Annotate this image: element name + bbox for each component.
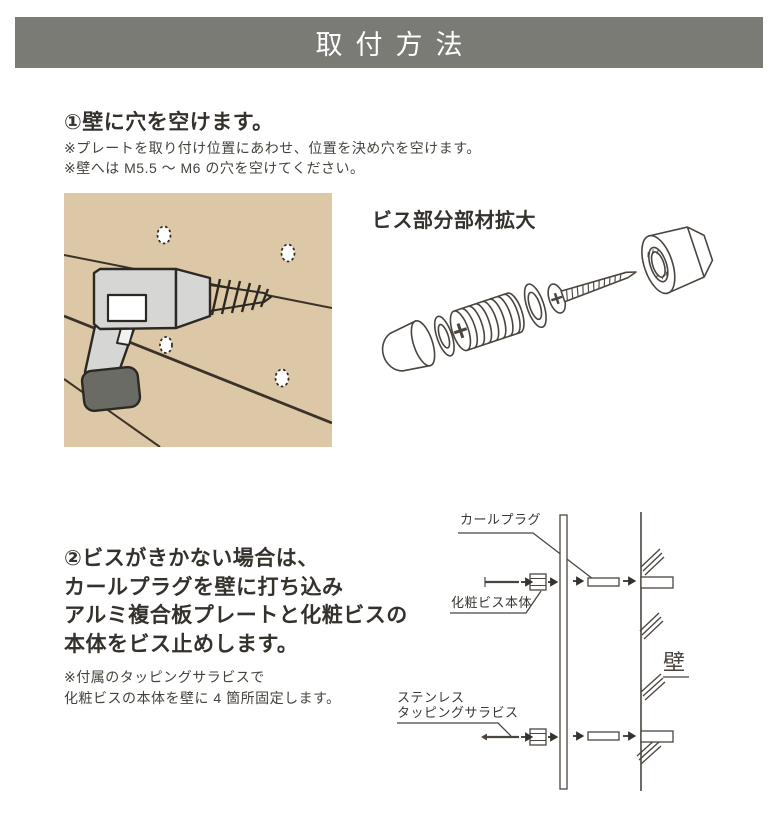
curl-plug-icon: [587, 577, 620, 587]
screw-body-label: 化粧ビス本体: [451, 595, 533, 610]
step2-heading-line3: アルミ複合板プレートと化粧ビスの: [64, 604, 408, 627]
step2-note-1: ※付属のタッピングサラビスで: [64, 669, 265, 685]
screw-body-icon: [529, 573, 547, 746]
step1-note-2: ※壁へは M5.5 ～ M6 の穴を空けてください。: [64, 160, 365, 176]
marked-holes-icon: [156, 225, 296, 388]
plate-icon: [559, 514, 568, 790]
tapping-screw-icon: [547, 271, 637, 314]
step2-note-2: 化粧ビスの本体を壁に 4 箇所固定します。: [64, 690, 341, 706]
arrow-icons: [521, 576, 637, 742]
step1-heading: ①壁に穴を空けます。: [64, 111, 274, 134]
wall-hatch-icon: [636, 548, 666, 765]
washer-icon: [523, 283, 547, 329]
wall-label: 壁: [663, 650, 686, 675]
parts-diagram-heading: ビス部分部材拡大: [372, 210, 536, 232]
curl-plug-label: カールプラグ: [460, 512, 542, 527]
section-header-bar: 取付方法: [15, 17, 763, 68]
cap-icon: [381, 319, 436, 372]
exploded-screw-diagram: [381, 226, 714, 372]
wall-mount-diagram: [397, 512, 689, 791]
nut-body-icon: [641, 226, 714, 295]
drill-wall-illustration: [64, 193, 332, 447]
step2-heading-line1: ②ビスがきかない場合は、: [64, 547, 319, 570]
drill-icon: [80, 267, 272, 413]
step2-heading-line4: 本体をビス止めします。: [64, 632, 299, 656]
page-title: 取付方法: [315, 30, 476, 60]
threaded-barrel-icon: [449, 292, 525, 352]
washer-icon: [433, 315, 455, 357]
step2-heading: ②ビスがきかない場合は、 カールプラグを壁に打ち込み アルミ複合板プレートと化粧…: [64, 545, 408, 659]
screw-icon: [484, 577, 519, 739]
step2-heading-line2: カールプラグを壁に打ち込み: [64, 575, 344, 599]
curl-plug-icon: [587, 731, 620, 741]
step2-notes: ※付属のタッピングサラビスで 化粧ビスの本体を壁に 4 箇所固定します。: [64, 667, 341, 709]
tapping-screw-label: ステンレス タッピングサラビス: [397, 690, 519, 720]
step1-note-1: ※プレートを取り付け位置にあわせ、位置を決め穴を空けます。: [64, 140, 481, 156]
